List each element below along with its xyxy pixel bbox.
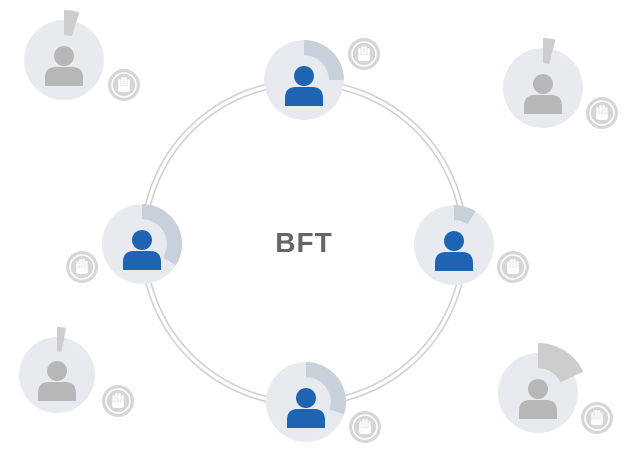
user-icon <box>123 230 161 270</box>
center-label: BFT <box>275 227 332 258</box>
node-top <box>264 38 380 120</box>
hand-icon <box>359 419 371 434</box>
hand-icon <box>118 77 130 92</box>
badge <box>581 402 613 434</box>
badge <box>66 251 98 283</box>
node-right <box>414 205 529 285</box>
node-bottom <box>266 362 381 443</box>
outer-node-bottom-left <box>19 327 134 417</box>
badge <box>349 411 381 443</box>
nodes-layer <box>19 10 618 443</box>
badge <box>348 38 380 70</box>
outer-node-top-right <box>503 38 618 129</box>
user-icon <box>38 361 76 401</box>
user-icon <box>519 379 557 419</box>
hand-icon <box>112 393 124 408</box>
user-icon <box>45 46 83 86</box>
badge <box>102 385 134 417</box>
hand-icon <box>358 46 370 61</box>
hand-icon <box>596 105 608 120</box>
badge <box>108 69 140 101</box>
user-icon <box>435 231 473 271</box>
user-icon <box>287 388 325 428</box>
hand-icon <box>507 259 519 274</box>
hand-icon <box>591 410 603 425</box>
hand-icon <box>76 259 88 274</box>
outer-node-bottom-right <box>498 343 613 434</box>
outer-node-top-left <box>24 10 140 101</box>
badge <box>497 251 529 283</box>
node-left <box>66 204 183 284</box>
badge <box>586 97 618 129</box>
user-icon <box>524 74 562 114</box>
user-icon <box>285 66 323 106</box>
